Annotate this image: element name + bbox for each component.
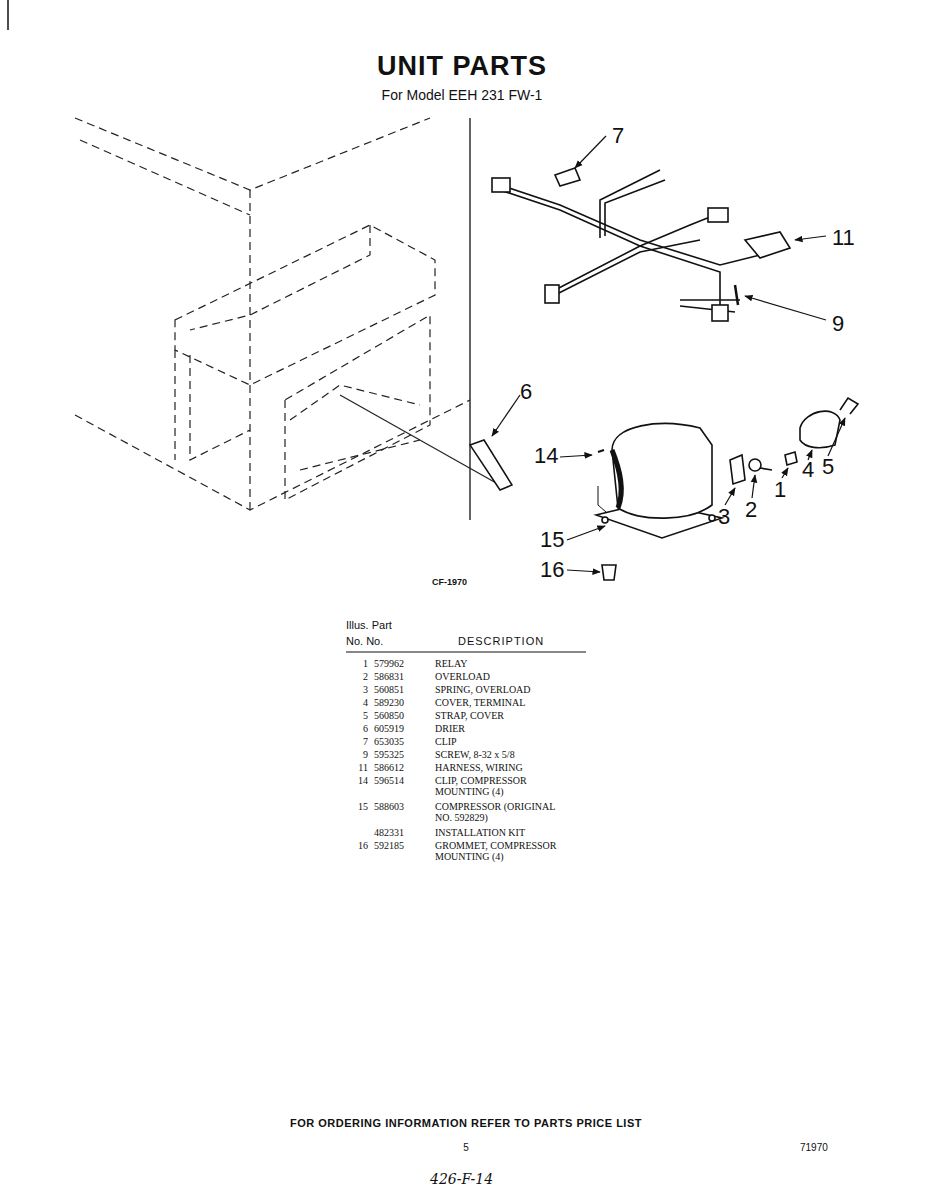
part-number: 560851 <box>374 684 404 695</box>
part-description: RELAY <box>435 658 467 669</box>
illus-number: 3 <box>363 684 368 695</box>
model-subtitle: For Model EEH 231 FW-1 <box>382 88 543 103</box>
illus-number: 7 <box>363 736 368 747</box>
handwritten-note: 426-F-14 <box>430 1172 493 1187</box>
part-description: SPRING, OVERLOAD <box>435 684 531 695</box>
wiring-harness <box>492 168 790 321</box>
part-number: 586612 <box>374 762 404 773</box>
cabinet-edge <box>469 118 470 520</box>
part-description: OVERLOAD <box>435 671 490 682</box>
part-number: 595325 <box>374 749 404 760</box>
illus-number: 4 <box>363 697 368 708</box>
callout-number: 5 <box>822 455 834 479</box>
callout-number: 15 <box>540 528 564 552</box>
footer-note: FOR ORDERING INFORMATION REFER TO PARTS … <box>290 1117 642 1129</box>
part-description: COMPRESSOR (ORIGINAL NO. 592829) <box>435 801 563 823</box>
part-number: 588603 <box>374 801 404 812</box>
table-header: DESCRIPTION <box>458 635 544 647</box>
illus-number: 11 <box>358 762 368 773</box>
part-description: COVER, TERMINAL <box>435 697 525 708</box>
drier <box>470 440 512 490</box>
illus-number: 2 <box>363 671 368 682</box>
callout-number: 1 <box>774 478 786 502</box>
part-number: 586831 <box>374 671 404 682</box>
part-number: 605919 <box>374 723 404 734</box>
part-description: STRAP, COVER <box>435 710 504 721</box>
table-header: Illus. Part <box>346 619 392 631</box>
leader-lines <box>492 136 845 572</box>
page-number: 5 <box>463 1142 469 1153</box>
part-description: CLIP <box>435 736 457 747</box>
part-description: HARNESS, WIRING <box>435 762 523 773</box>
callout-number: 16 <box>540 558 564 582</box>
callout-number: 2 <box>745 498 757 522</box>
part-number: 579962 <box>374 658 404 669</box>
part-description: GROMMET, COMPRESSOR MOUNTING (4) <box>435 840 575 862</box>
illus-number: 14 <box>358 775 368 786</box>
part-number: 482331 <box>374 827 404 838</box>
table-rule <box>346 651 586 652</box>
part-description: CLIP, COMPRESSOR MOUNTING (4) <box>435 775 563 797</box>
part-number: 589230 <box>374 697 404 708</box>
figure-code: CF-1970 <box>432 578 467 588</box>
illus-number: 6 <box>363 723 368 734</box>
page-title: UNIT PARTS <box>377 52 547 82</box>
part-description: INSTALLATION KIT <box>435 827 525 838</box>
illus-number: 5 <box>363 710 368 721</box>
cabinet-outline <box>75 118 470 510</box>
illus-number: 9 <box>363 749 368 760</box>
part-number: 592185 <box>374 840 404 851</box>
part-number: 560850 <box>374 710 404 721</box>
illus-number: 16 <box>358 840 368 851</box>
callout-number: 14 <box>534 444 558 468</box>
document-code: 71970 <box>800 1142 828 1153</box>
illus-number: 1 <box>363 658 368 669</box>
part-description: SCREW, 8-32 x 5/8 <box>435 749 515 760</box>
page-mark <box>7 0 9 30</box>
compressor <box>596 398 858 580</box>
callout-number: 4 <box>802 458 814 482</box>
leader-line <box>598 486 606 512</box>
callout-number: 6 <box>520 380 532 404</box>
callout-number: 11 <box>832 226 855 250</box>
illus-number: 15 <box>358 801 368 812</box>
table-header: No. No. <box>346 635 383 647</box>
part-number: 596514 <box>374 775 404 786</box>
callout-number: 7 <box>612 124 624 148</box>
callout-number: 9 <box>832 312 844 336</box>
part-description: DRIER <box>435 723 465 734</box>
callout-number: 3 <box>718 505 730 529</box>
part-number: 653035 <box>374 736 404 747</box>
